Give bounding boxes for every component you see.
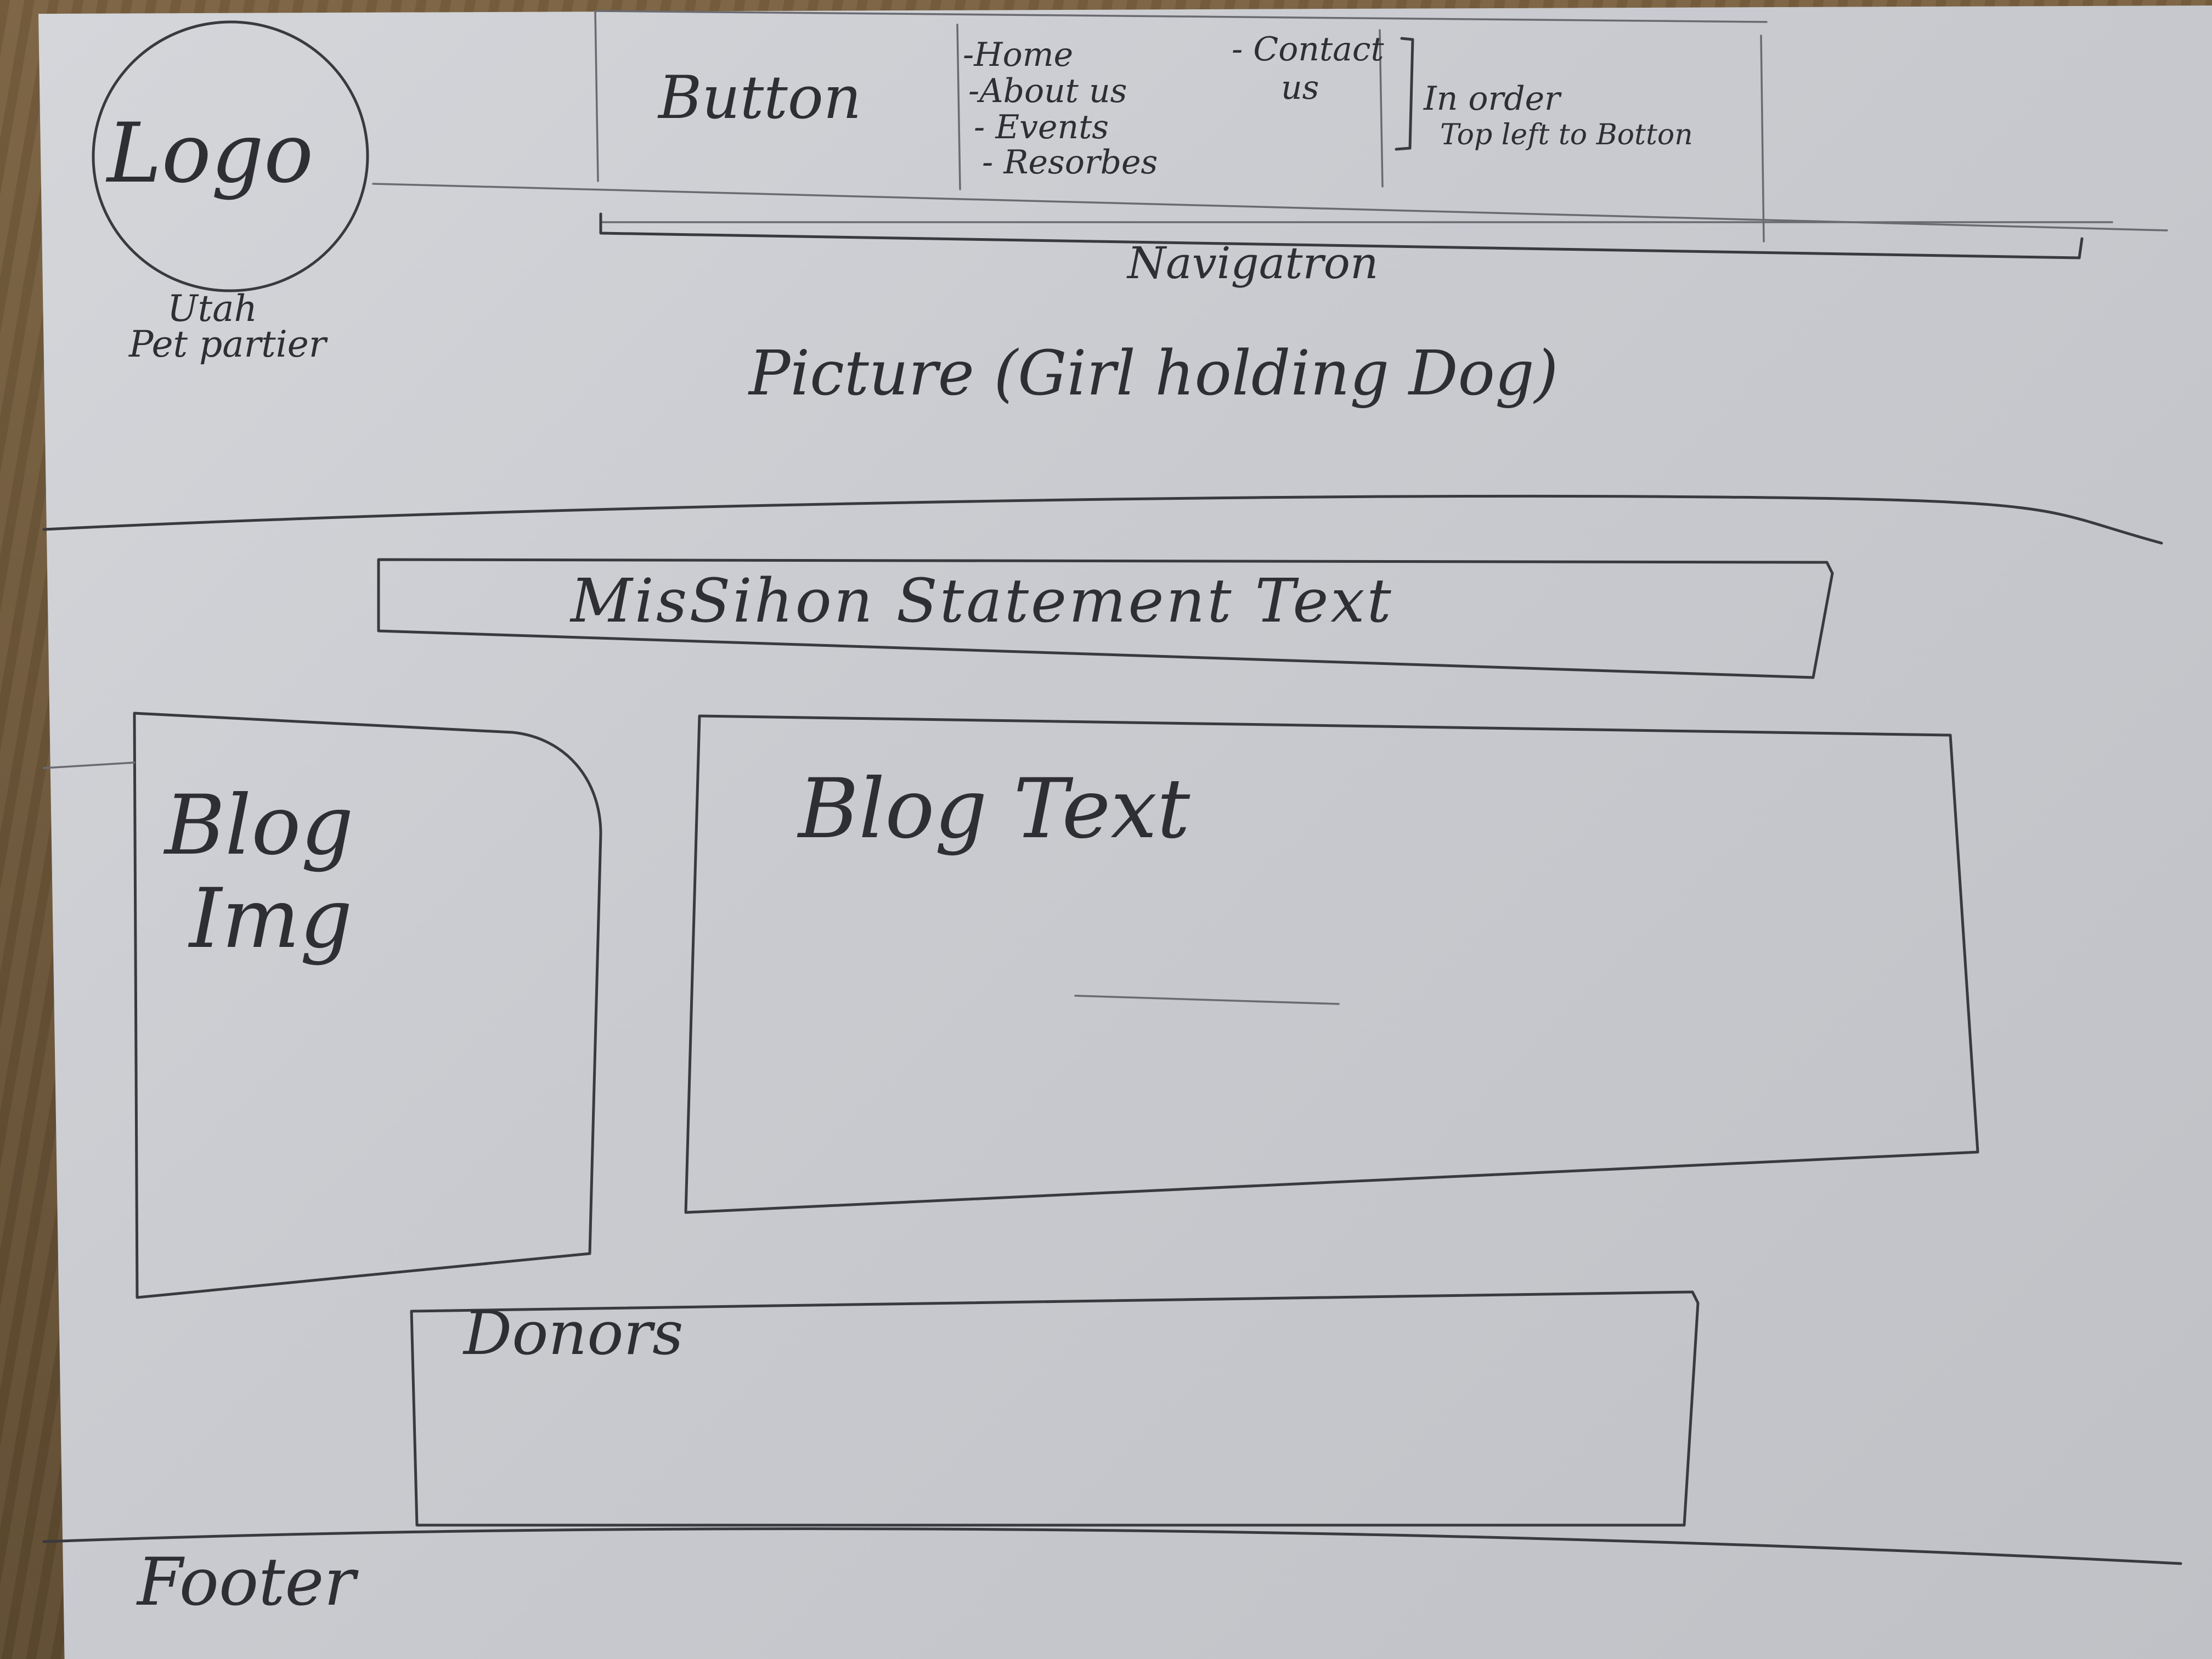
nav-items-list: -Home -About us - Events - Resorbes xyxy=(963,38,1248,181)
blog-text-box xyxy=(684,714,1979,1214)
nav-item-about-us: -About us xyxy=(968,72,1127,110)
footer-separator-line xyxy=(42,1527,2182,1565)
nav-divider-2 xyxy=(956,24,961,190)
blog-text-label: Blog Text xyxy=(798,761,1190,857)
nav-item-contact-us: - Contact xyxy=(1232,30,1384,69)
nav-horizontal-line-1 xyxy=(372,183,2168,232)
donors-label: Donors xyxy=(464,1298,684,1368)
donors-box xyxy=(410,1290,1700,1527)
stray-pencil-stroke xyxy=(1074,995,1340,1005)
nav-item-home: -Home xyxy=(963,36,1074,74)
nav-bracket xyxy=(599,212,2084,259)
header-separator-line xyxy=(42,494,2163,545)
org-name-line-2: Pet partier xyxy=(129,323,326,365)
nav-item-contact-us-line-2: us xyxy=(1281,69,1319,107)
nav-order-note-line-1: In order xyxy=(1424,80,1560,118)
nav-divider-4 xyxy=(1760,35,1765,242)
logo-circle xyxy=(92,20,369,292)
footer-label: Footer xyxy=(137,1544,356,1621)
blog-image-label-line-2: Img xyxy=(189,871,353,967)
nav-order-note-line-2: Top left to Botton xyxy=(1440,119,1693,151)
logo-label: Logo xyxy=(107,106,314,201)
nav-divider-3 xyxy=(1379,29,1384,188)
mission-statement-label: MisSihon Statement Text xyxy=(571,566,1393,636)
nav-item-resources: - Resorbes xyxy=(982,143,1158,182)
nav-divider-1 xyxy=(594,10,599,182)
nav-caption: Navigatron xyxy=(1127,238,1379,289)
nav-item-events: - Events xyxy=(974,108,1109,146)
mission-statement-box xyxy=(377,558,1834,679)
stray-pencil-stroke-left xyxy=(43,761,136,769)
nav-order-bracket xyxy=(1395,37,1414,151)
nav-box-top-line xyxy=(594,10,1768,23)
org-name-line-1: Utah xyxy=(167,287,258,330)
nav-button-label: Button xyxy=(658,64,862,132)
blog-image-label-line-1: Blog xyxy=(165,778,354,873)
sketch-paper xyxy=(38,5,2212,1659)
hero-picture-label: Picture (Girl holding Dog) xyxy=(749,338,1559,409)
blog-image-box xyxy=(133,712,602,1299)
